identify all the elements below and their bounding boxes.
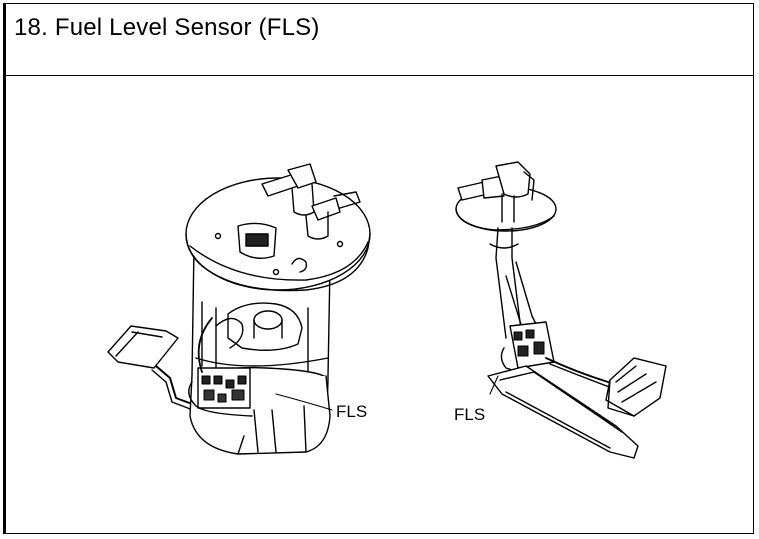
sender-flange (455, 161, 557, 232)
pump-body (188, 245, 331, 455)
section-header: 18. Fuel Level Sensor (FLS) (6, 4, 753, 76)
sender-base-arm (487, 357, 639, 459)
fuel-pump-module-illustration (107, 163, 371, 455)
fuel-level-sensor-left (188, 367, 253, 417)
module-flange (185, 163, 371, 292)
sender-rod (489, 227, 541, 339)
callout-leader-left (275, 393, 333, 411)
callout-leader-right (489, 375, 499, 395)
document-frame: 18. Fuel Level Sensor (FLS) (3, 3, 754, 534)
fuel-sender-illustration (455, 161, 667, 459)
callout-fls-left: FLS (336, 402, 367, 421)
section-title: 18. Fuel Level Sensor (FLS) (14, 14, 320, 41)
fuel-level-sensor-diagram: FLS (6, 76, 754, 534)
fuel-level-sensor-right (500, 321, 555, 373)
callout-fls-right: FLS (454, 405, 485, 424)
sender-float (605, 357, 667, 417)
